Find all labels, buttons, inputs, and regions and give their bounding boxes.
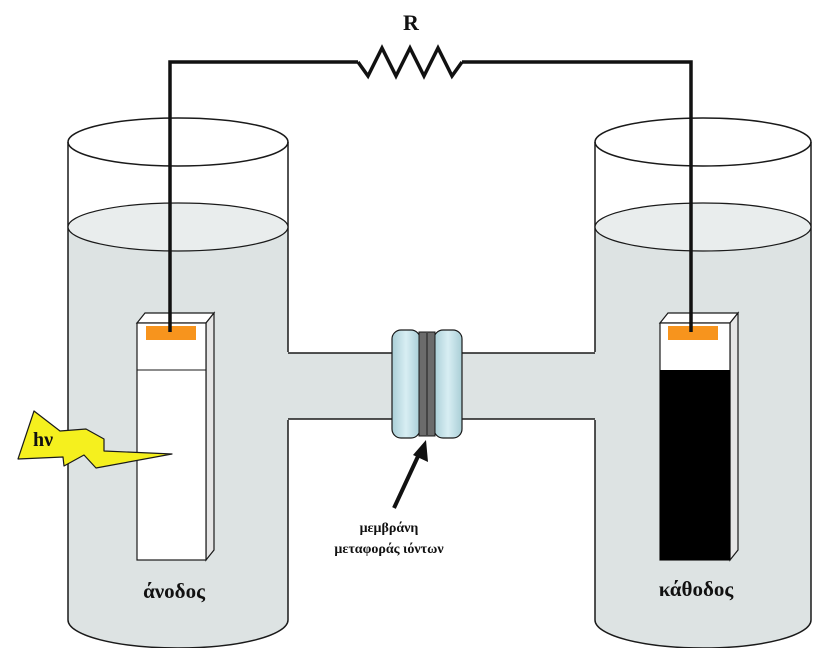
resistor-label: R [403,10,420,35]
anode-liquid-surface [67,202,289,252]
arrow-icon [392,440,428,509]
anode-electrode [135,311,216,562]
cathode-electrode [658,311,740,562]
external-wire [168,60,693,332]
cathode-beaker-rim [594,117,812,167]
anode-beaker-rim [67,117,289,167]
resistor-icon [356,44,464,80]
cathode-coating [660,370,730,560]
anode-contact [146,326,196,340]
light-label: hν [33,429,53,451]
anode-label: άνοδος [143,579,206,603]
lightning-bolt-icon [17,410,173,469]
ion-exchange-membrane [391,329,463,439]
anode-face [136,322,207,561]
membrane-label-line1: μεμβράνη [360,521,419,536]
membrane-label-line2: μεταφοράς ιόντων [334,542,444,557]
cathode-liquid-surface [594,202,812,252]
cathode-label: κάθοδος [659,577,735,601]
cathode-contact [668,326,718,340]
